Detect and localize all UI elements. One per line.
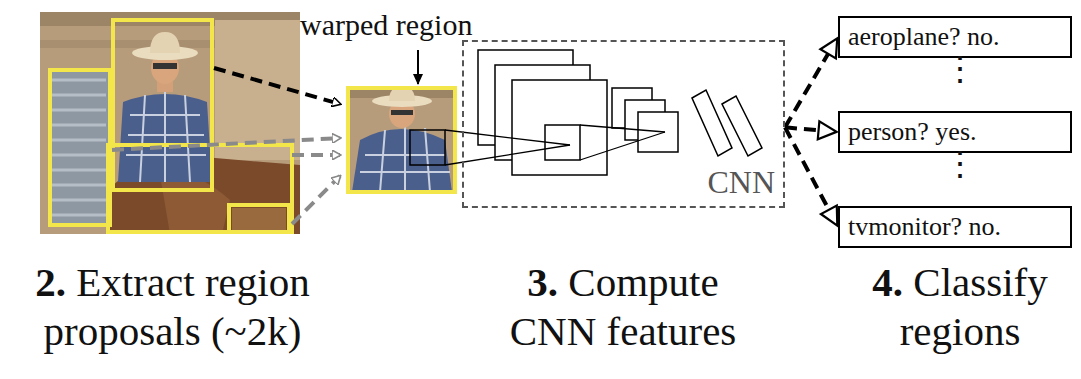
receptive-field: [410, 130, 445, 165]
proposal-box: [113, 20, 212, 190]
arrow-head: [821, 206, 837, 226]
warp-arrow: [112, 138, 340, 150]
leader-arrow: [417, 50, 419, 84]
step-caption: 3. Compute CNN features: [487, 258, 759, 356]
network-label: CNN: [707, 165, 775, 200]
class-label: aeroplane? no.: [848, 21, 1062, 52]
corrugation: [52, 80, 106, 215]
connector: [785, 121, 837, 139]
ellipsis-mark: ⋮: [940, 50, 980, 87]
class-label: person? yes.: [848, 116, 1062, 147]
projection-line: [580, 132, 665, 160]
photo-ground: [40, 12, 300, 234]
plaid-lines: [126, 90, 206, 182]
warped-image: [348, 88, 455, 192]
class-box: tvmonitor? no.: [838, 206, 1072, 248]
dashed-arrow: [785, 54, 828, 128]
network-box: CNN: [462, 40, 785, 208]
connector: [785, 38, 837, 127]
projection-line: [580, 125, 665, 132]
sunglasses: [153, 63, 177, 69]
class-label: tvmonitor? no.: [848, 211, 1062, 242]
proposal-box: [108, 145, 292, 232]
fc-layer: [722, 96, 762, 156]
proposal-box: [229, 205, 289, 232]
hat-crown: [150, 32, 180, 53]
fc-layer: [692, 90, 732, 156]
warp-arrow: [214, 68, 340, 104]
warp-arrow: [292, 176, 340, 224]
arrow-head: [820, 38, 837, 58]
step-caption: 4. Classify regions: [840, 258, 1080, 356]
sunglasses: [391, 110, 413, 115]
photo-ground: [348, 88, 455, 192]
ellipsis-mark: ⋮: [940, 145, 980, 182]
saddle-detail: [232, 208, 286, 232]
connector: [785, 127, 837, 225]
dashed-arrow: [785, 127, 829, 209]
step-caption: 2. Extract region proposals (~2k): [5, 258, 340, 356]
conv-layer: [512, 80, 607, 175]
input-photo: [40, 12, 300, 234]
warped-border: [348, 88, 455, 192]
proposal-box: [50, 70, 110, 225]
plaid-shirt: [352, 129, 452, 192]
metal-wall: [48, 70, 110, 225]
arrow-head: [818, 121, 837, 139]
callout-label: warped region: [300, 8, 470, 42]
warp-arrow: [292, 153, 340, 157]
dashed-arrow: [785, 127, 819, 130]
plaid-lines: [360, 122, 450, 192]
